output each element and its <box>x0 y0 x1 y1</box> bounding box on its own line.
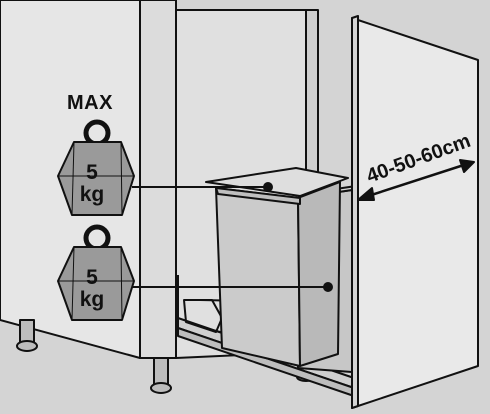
lower-bin-weight-unit: kg <box>79 288 105 311</box>
width-arrow <box>357 159 475 201</box>
front-bin <box>205 167 349 367</box>
callout-lines <box>132 182 333 292</box>
lower-bin-weight-value: 5 <box>86 266 98 289</box>
upper-bin-weight-unit: kg <box>79 183 105 206</box>
max-label: MAX <box>67 92 113 114</box>
weight-icon <box>57 224 135 321</box>
front-door-panel <box>351 15 479 409</box>
upper-bin-weight-value: 5 <box>86 161 98 184</box>
weight-icon <box>57 119 135 216</box>
